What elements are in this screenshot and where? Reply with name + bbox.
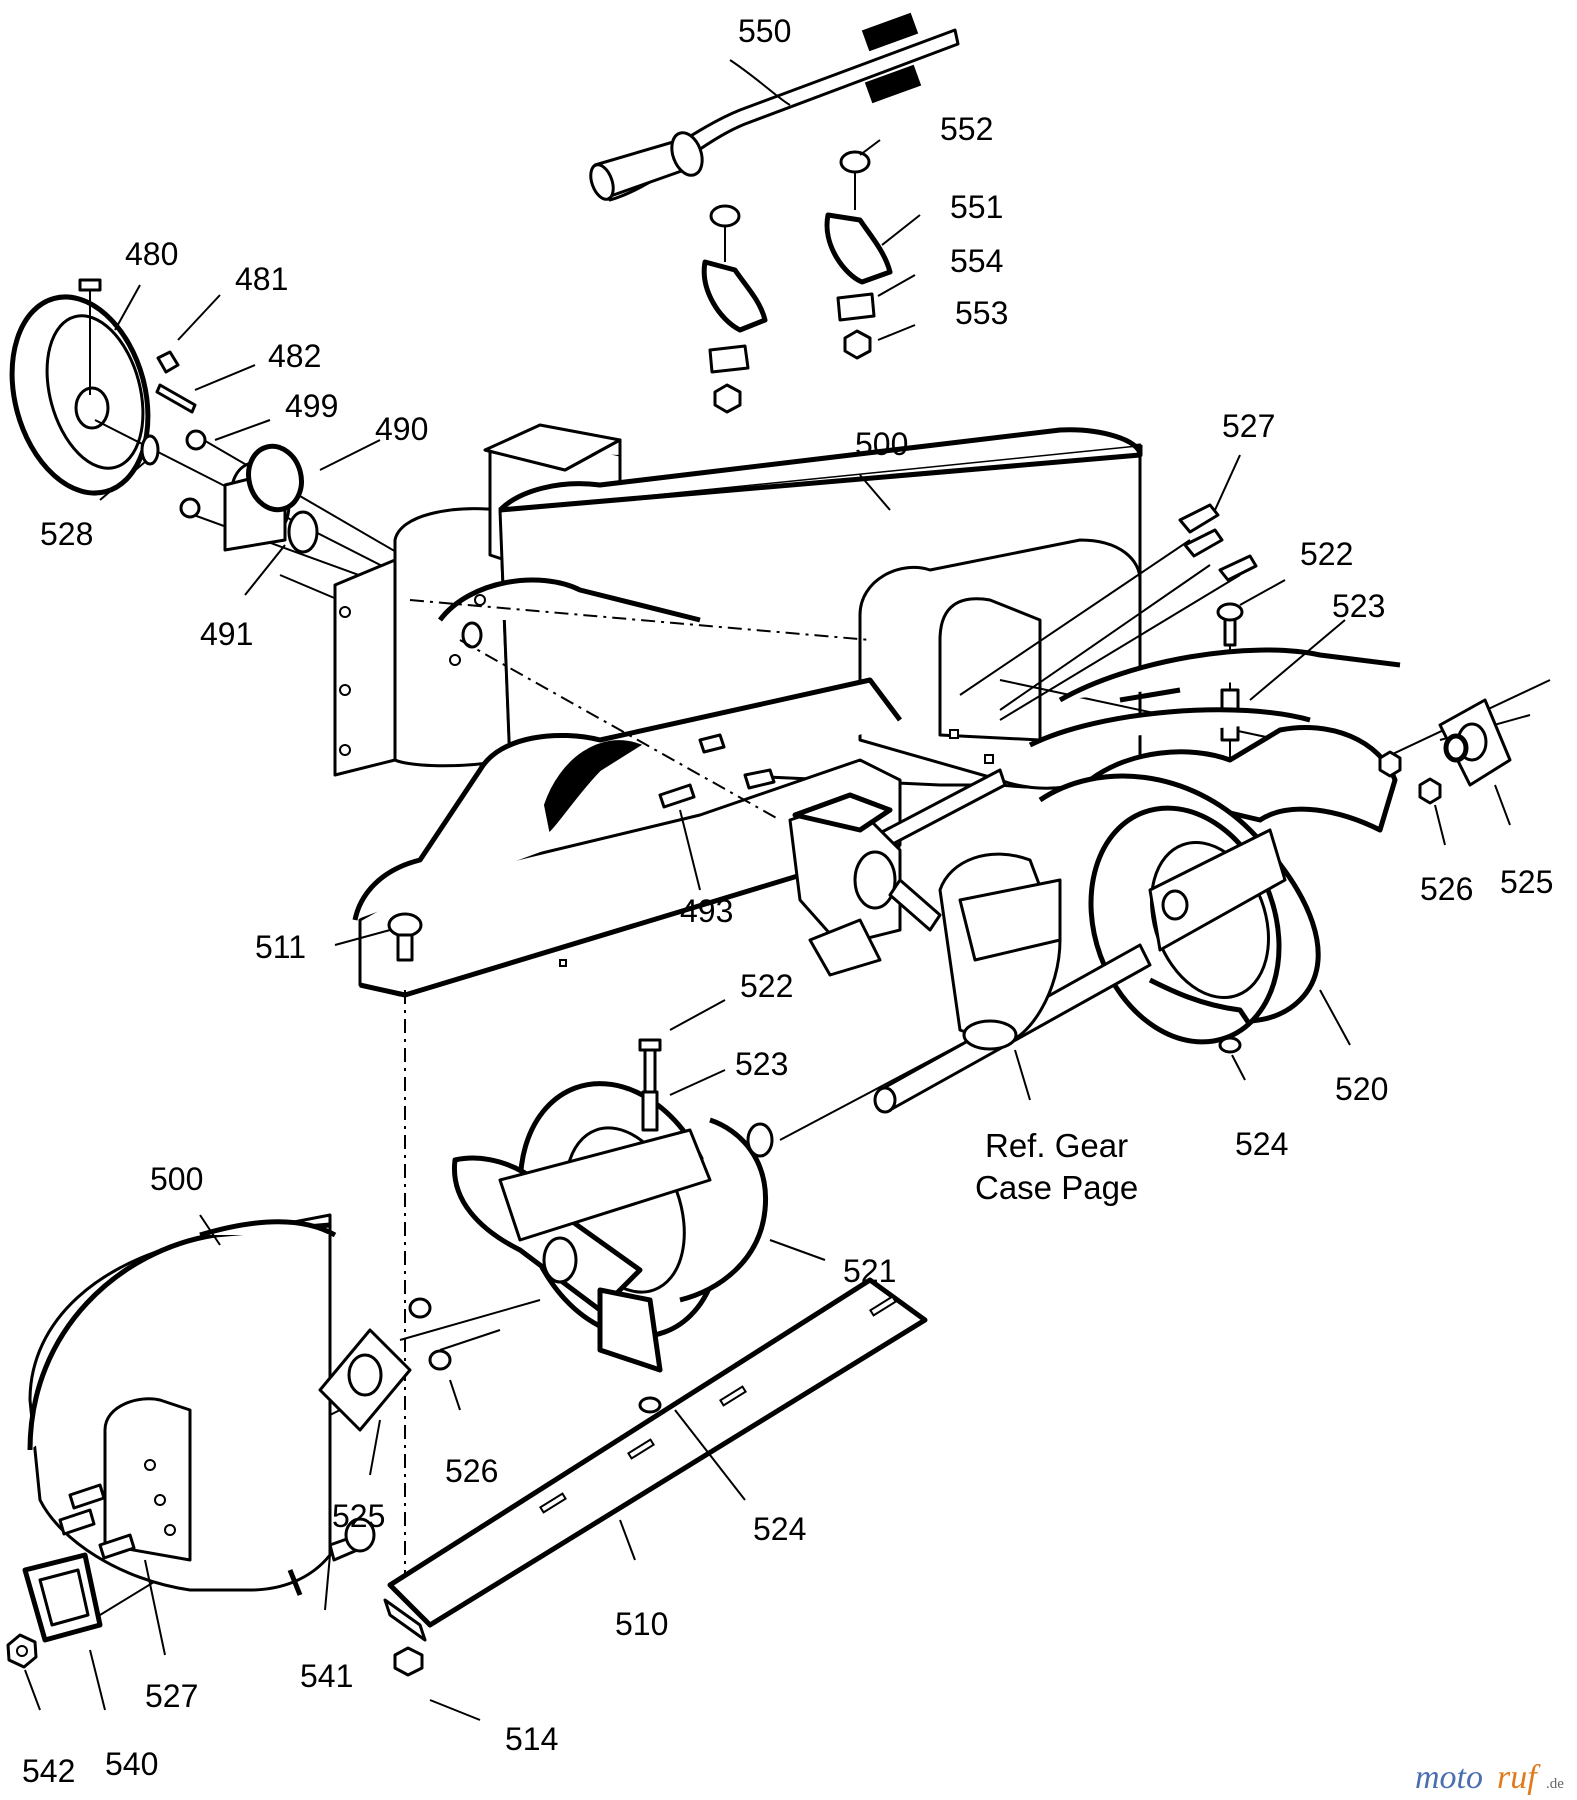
label-552: 552 — [940, 111, 993, 147]
label-481: 481 — [235, 261, 288, 297]
label-542: 542 — [22, 1753, 75, 1789]
label-493: 493 — [680, 893, 733, 929]
auger-right-520 — [1028, 647, 1401, 1054]
label-522-mid: 522 — [740, 968, 793, 1004]
label-540: 540 — [105, 1746, 158, 1782]
auger-left-521 — [451, 1038, 774, 1414]
label-526-top: 526 — [1420, 871, 1473, 907]
chute-crank-550 — [589, 12, 960, 202]
label-525-bottom: 525 — [332, 1498, 385, 1534]
label-523-mid: 523 — [735, 1046, 788, 1082]
bolts-493 — [658, 733, 776, 809]
label-522-top: 522 — [1300, 536, 1353, 572]
label-491: 491 — [200, 616, 253, 652]
impeller — [788, 792, 942, 977]
auger-housing-lower — [27, 1213, 452, 1592]
carriage-bolt-541 — [287, 1517, 376, 1596]
label-499: 499 — [285, 388, 338, 424]
label-480: 480 — [125, 236, 178, 272]
ref-gear-note-line1: Ref. Gear — [985, 1127, 1128, 1164]
label-524-top: 524 — [1235, 1126, 1288, 1162]
bearing-flange-right — [1378, 698, 1512, 805]
label-528: 528 — [40, 516, 93, 552]
label-490: 490 — [375, 411, 428, 447]
ref-gear-note-line2: Case Page — [975, 1169, 1138, 1206]
label-554: 554 — [950, 243, 1003, 279]
gear-case — [798, 768, 1152, 1114]
label-527-top: 527 — [1222, 408, 1275, 444]
carriage-bolt-511 — [387, 912, 423, 962]
label-527-bottom: 527 — [145, 1678, 198, 1714]
bolts-527-upper — [1178, 503, 1258, 742]
label-553: 553 — [955, 295, 1008, 331]
chute-clip-left — [701, 204, 768, 414]
label-521: 521 — [843, 1253, 896, 1289]
watermark: moto ruf .de — [1415, 1759, 1564, 1796]
label-482: 482 — [268, 338, 321, 374]
part-labels: 550 552 551 554 553 480 481 482 499 490 … — [22, 13, 1553, 1789]
label-550: 550 — [738, 13, 791, 49]
label-526-bottom: 526 — [445, 1453, 498, 1489]
skid-shoe-540 — [6, 1552, 103, 1669]
pulley-480 — [9, 278, 151, 496]
shave-plate-510 — [383, 1277, 928, 1677]
label-524-bottom: 524 — [753, 1511, 806, 1547]
watermark-tld: .de — [1546, 1776, 1564, 1792]
watermark-brand-a: moto — [1415, 1759, 1483, 1796]
label-541: 541 — [300, 1658, 353, 1694]
watermark-brand-b: ruf — [1497, 1759, 1541, 1796]
shaft-hardware — [94, 350, 411, 631]
label-500-bottom: 500 — [150, 1161, 203, 1197]
label-514: 514 — [505, 1721, 558, 1757]
leader-lines — [24, 59, 1511, 1721]
label-525-top: 525 — [1500, 864, 1553, 900]
label-500-top: 500 — [855, 426, 908, 462]
label-551: 551 — [950, 189, 1003, 225]
label-511: 511 — [255, 929, 306, 965]
label-523-top: 523 — [1332, 588, 1385, 624]
chute-clip-right — [824, 150, 893, 360]
label-510: 510 — [615, 1606, 668, 1642]
label-520: 520 — [1335, 1071, 1388, 1107]
